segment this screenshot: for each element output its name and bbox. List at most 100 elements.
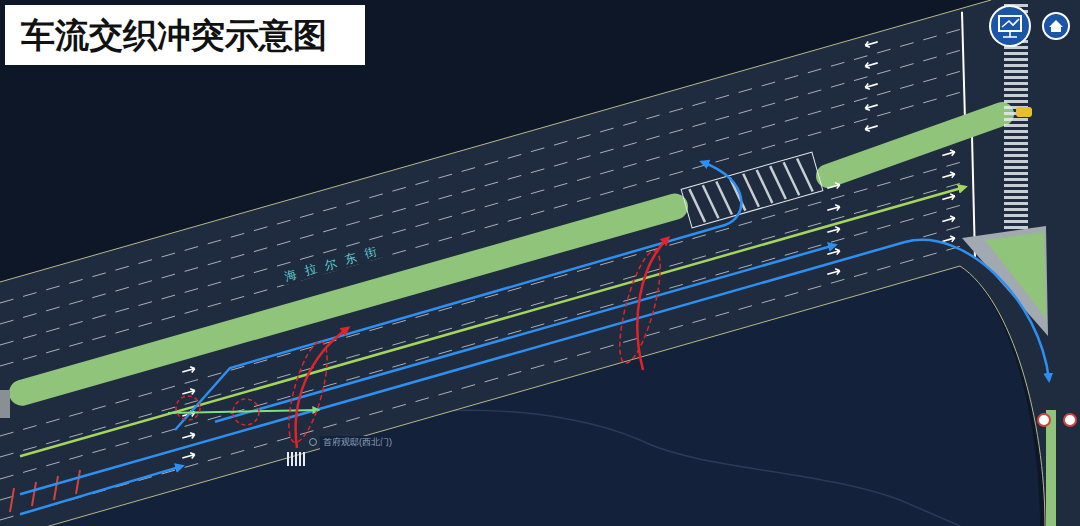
zebra-stripe (1004, 136, 1028, 139)
road-arrow-shape (864, 123, 878, 132)
median-crosswalk (681, 152, 823, 228)
screen-glyph (999, 16, 1021, 31)
crosswalk-stripe (784, 161, 800, 197)
road-arrow-shape (941, 215, 955, 224)
conflict-curve (637, 238, 668, 370)
lane-line (0, 49, 965, 324)
crosswalk-stripe (743, 172, 759, 208)
warning-mark (54, 476, 58, 500)
conflict-zone (281, 338, 335, 446)
road-arrow (181, 432, 195, 441)
zebra-stripe (1004, 220, 1028, 223)
road-arrow (864, 102, 878, 111)
road-arrow-shape (864, 39, 878, 48)
road-arrow-shape (864, 81, 878, 90)
road-arrow (864, 81, 878, 90)
road-arrow (864, 123, 878, 132)
road-arrow (181, 452, 195, 461)
island-green (985, 232, 1046, 318)
road-arrow (826, 204, 840, 213)
warning-mark (10, 488, 14, 512)
speed-sign (1038, 414, 1050, 426)
crosswalk-box (681, 152, 823, 228)
poi-label: 首府观邸(西北门) (320, 436, 395, 449)
zebra-stripe (1004, 208, 1028, 211)
road-arrow-shape (864, 102, 878, 111)
speed-sign (1064, 414, 1076, 426)
road-arrow-shape (826, 204, 840, 213)
zebra-stripe (1004, 166, 1028, 169)
zebra-stripe (1004, 154, 1028, 157)
conflict-curve (296, 328, 348, 448)
road-arrow (826, 182, 840, 191)
road-arrow (941, 149, 955, 158)
road-arrow (826, 268, 840, 277)
median-strip (22, 207, 675, 393)
crosswalk-stripe (757, 168, 773, 204)
zebra-stripe (1004, 70, 1028, 73)
road-arrow (941, 193, 955, 202)
zebra-stripe (303, 452, 305, 466)
zebra-stripe (1004, 160, 1028, 163)
road-arrow (181, 366, 195, 375)
screen-glyph (1002, 19, 1019, 37)
lane-line (0, 161, 965, 436)
zebra-stripe (1004, 130, 1028, 133)
road-arrow-shape (181, 366, 195, 375)
lane-line (0, 182, 965, 457)
diagram-title: 车流交织冲突示意图 (5, 5, 365, 65)
road-arrow-shape (826, 268, 840, 277)
crosswalk-stripe (797, 157, 813, 193)
median-end (0, 390, 10, 418)
road-arrow-shape (941, 193, 955, 202)
road-arrow (826, 226, 840, 235)
zebra-stripe (299, 452, 301, 466)
road-arrow-shape (181, 452, 195, 461)
zebra-stripe (1004, 142, 1028, 145)
right-turn-flow (20, 242, 905, 494)
lane-line (0, 245, 965, 520)
zebra-stripe (1004, 172, 1028, 175)
lane-line (0, 204, 965, 479)
curb-green (1046, 410, 1056, 526)
road-arrow (864, 39, 878, 48)
zebra-stripe (1004, 82, 1028, 85)
zebra-stripe (1004, 88, 1028, 91)
road-arrow-shape (941, 149, 955, 158)
median-strip (828, 114, 1002, 176)
conflict-point (233, 399, 259, 425)
road-arrow (864, 60, 878, 69)
zebra-stripe (287, 452, 289, 466)
zebra-stripe (1004, 94, 1028, 97)
zebra-stripe (291, 452, 293, 466)
road-edge (0, 0, 991, 282)
poi-icon (310, 439, 317, 446)
road-arrow-shape (826, 226, 840, 235)
zebra-stripe (1004, 226, 1028, 229)
stop-line (962, 12, 965, 120)
home-button (1043, 13, 1069, 39)
lane-line (0, 70, 965, 345)
zebra-stripe (295, 452, 297, 466)
zebra-stripe (1004, 178, 1028, 181)
crosswalk-stripe (770, 164, 786, 200)
merge-flow (20, 466, 182, 514)
road-arrow-shape (864, 60, 878, 69)
zebra-stripe (1004, 196, 1028, 199)
conflict-zone (611, 247, 668, 366)
conflict-point (176, 396, 200, 420)
road-arrow-shape (826, 248, 840, 257)
zebra-stripe (1004, 148, 1028, 151)
crosswalk-stripe (703, 184, 719, 220)
lot-path (330, 410, 960, 526)
island-paving (962, 226, 1048, 336)
road-arrow-shape (181, 432, 195, 441)
road-arrow-shape (826, 182, 840, 191)
through-flow (20, 187, 965, 456)
zebra-stripe (1004, 184, 1028, 187)
zebra-stripe (1004, 100, 1028, 103)
home-glyph (1049, 20, 1063, 32)
screen-button (990, 6, 1030, 46)
